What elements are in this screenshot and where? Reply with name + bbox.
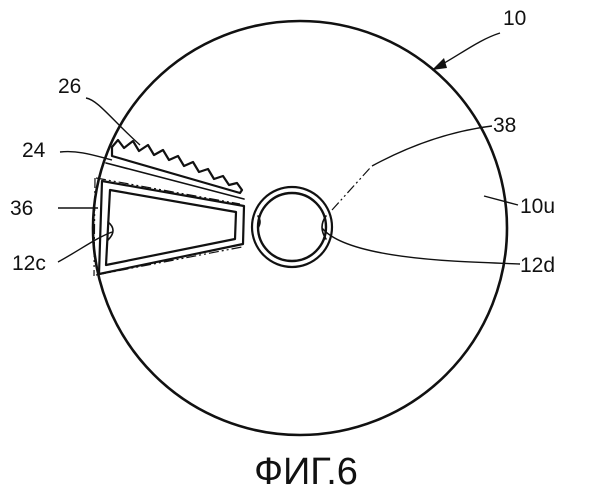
leader-12d — [322, 228, 520, 264]
hub-outer-ring — [252, 187, 332, 267]
label-10: 10 — [503, 7, 526, 30]
label-26: 26 — [58, 75, 81, 98]
leader-38 — [372, 126, 492, 166]
label-36: 36 — [10, 197, 33, 220]
disc-outline — [93, 21, 507, 435]
label-10u: 10u — [520, 195, 555, 218]
leader-arrow-10 — [432, 58, 447, 70]
leader-10u — [484, 196, 518, 205]
label-12d: 12d — [520, 254, 555, 277]
figure-caption: ФИГ.6 — [254, 451, 358, 493]
chain-line-hub — [332, 168, 370, 210]
label-12c: 12c — [12, 252, 46, 275]
label-24: 24 — [22, 139, 46, 162]
blade-body — [112, 140, 242, 193]
label-38: 38 — [493, 114, 516, 137]
hub-inner-ring — [258, 193, 326, 261]
leader-12c — [58, 232, 112, 262]
